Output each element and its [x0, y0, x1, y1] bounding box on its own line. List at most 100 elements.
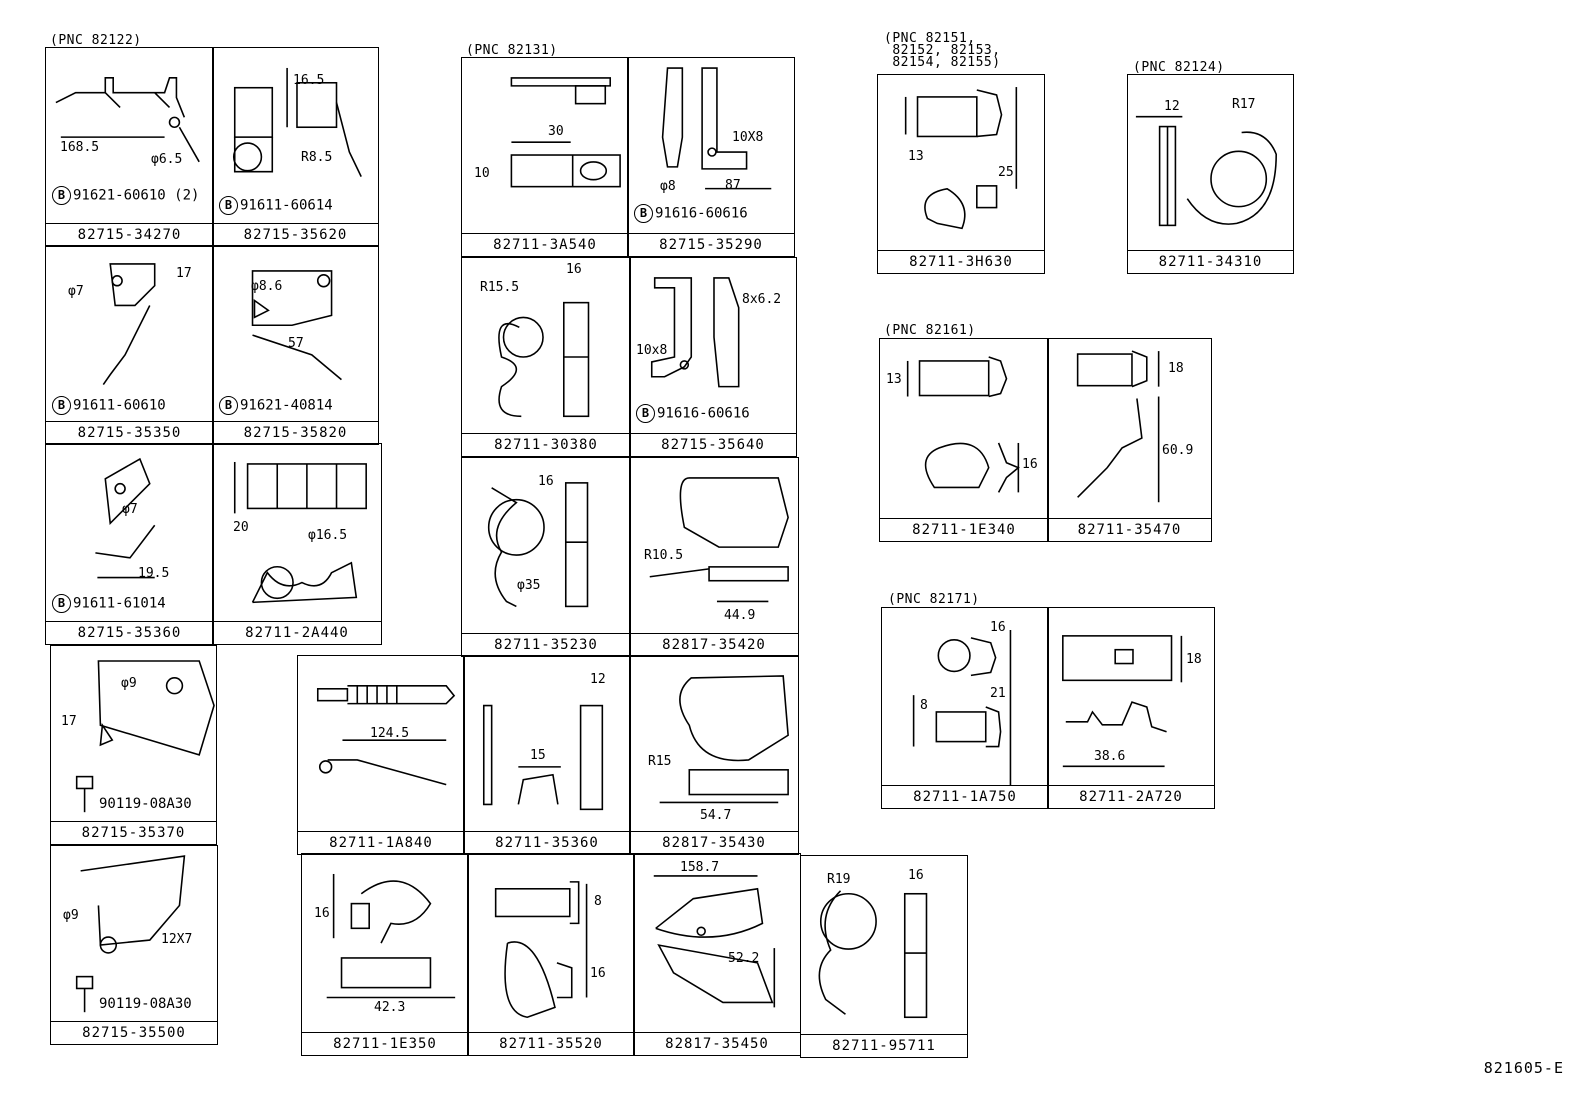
clip-drawing — [302, 854, 468, 1055]
bolt-b-icon: B — [634, 204, 653, 223]
dim-label: R15.5 — [480, 280, 520, 295]
dim-label: 17 — [61, 714, 77, 729]
dim-label: 16 — [990, 620, 1006, 635]
dim-label: 16 — [908, 868, 924, 883]
dim-label: 54.7 — [700, 808, 732, 823]
part-number: 82711-1E350 — [302, 1032, 468, 1055]
dim-label: 18 — [1168, 361, 1184, 376]
dim-label: 12X7 — [161, 932, 193, 947]
dim-label: 44.9 — [724, 608, 756, 623]
bolt-part-number: 91611-60614 — [240, 197, 333, 214]
part-number: 82711-2A720 — [1048, 785, 1214, 808]
bolt-b-icon: B — [636, 404, 655, 423]
bolt-callout: 90119-08A30 — [99, 796, 192, 812]
dim-label: 16 — [1022, 457, 1038, 472]
part-number: 82711-35360 — [464, 831, 630, 854]
part-cell: R19 16 82711-95711 — [800, 855, 968, 1058]
part-cell: 30 10 82711-3A540 — [461, 57, 629, 257]
clip-drawing — [462, 458, 630, 656]
dim-label: 124.5 — [370, 726, 410, 741]
clip-drawing — [801, 856, 967, 1057]
part-cell: 13 16 82711-1E340 — [879, 338, 1049, 542]
bracket-drawing — [213, 246, 378, 444]
part-number: 82817-35450 — [634, 1032, 800, 1055]
part-cell: 18 38.6 82711-2A720 — [1047, 607, 1215, 809]
bracket-drawing — [51, 846, 217, 1044]
dim-label: 21 — [990, 686, 1006, 701]
figure-code: 821605-E — [1483, 1059, 1564, 1077]
part-cell: 124.5 82711-1A840 — [297, 655, 465, 855]
clip-drawing — [462, 58, 628, 256]
bracket-drawing — [46, 444, 213, 644]
dim-label: φ7 — [68, 284, 84, 299]
dim-label: 12 — [590, 672, 606, 687]
part-number: 82817-35420 — [630, 633, 798, 656]
group-label-82161: (PNC 82161) — [884, 323, 976, 338]
part-number: 82715-35640 — [630, 433, 796, 456]
dim-label: R8.5 — [301, 150, 333, 165]
part-number: 82715-35370 — [51, 821, 216, 844]
group-label-82124: (PNC 82124) — [1133, 60, 1225, 75]
dim-label: 13 — [886, 372, 902, 387]
part-cell: 16 φ35 82711-35230 — [461, 457, 631, 657]
part-cell: 16 42.3 82711-1E350 — [301, 853, 469, 1056]
bracket-drawing — [213, 48, 378, 246]
part-number: 82711-3A540 — [462, 233, 628, 256]
dim-label: 87 — [725, 178, 741, 193]
bracket-drawing — [628, 58, 794, 256]
clip-drawing — [298, 656, 464, 854]
bracket-drawing — [630, 258, 796, 456]
part-number: 82715-35820 — [213, 421, 378, 444]
dim-label: 20 — [233, 520, 249, 535]
dim-label: φ9 — [121, 676, 137, 691]
dim-label: 13 — [908, 149, 924, 164]
part-cell: 12 R17 82711-34310 — [1127, 74, 1294, 274]
dim-label: 38.6 — [1094, 749, 1126, 764]
group-label-82151: (PNC 82151, 82152, 82153, 82154, 82155) — [884, 31, 1001, 70]
clip-drawing — [880, 339, 1048, 541]
part-number: 82711-3H630 — [878, 250, 1044, 273]
bolt-part-number: 91611-61014 — [73, 595, 166, 612]
clip-drawing — [1048, 339, 1211, 541]
clip-drawing — [464, 656, 630, 854]
bolt-b-icon: B — [52, 186, 71, 205]
part-cell: 12 15 82711-35360 — [463, 655, 631, 855]
part-cell: 16 8 21 82711-1A750 — [881, 607, 1049, 809]
dim-label: 12 — [1164, 99, 1180, 114]
bolt-b-icon: B — [219, 396, 238, 415]
clip-drawing — [1048, 608, 1214, 808]
dim-label: R17 — [1232, 97, 1256, 112]
dim-label: φ7 — [122, 502, 138, 517]
clip-drawing — [462, 258, 630, 456]
dim-label: φ8.6 — [251, 279, 283, 294]
dim-label: 10x8 — [636, 343, 668, 358]
part-number: 82711-95711 — [801, 1034, 967, 1057]
part-number: 82711-35230 — [462, 633, 630, 656]
bolt-part-number: 91621-40814 — [240, 397, 333, 414]
part-number: 82715-35350 — [46, 421, 213, 444]
part-cell: φ9 12X7 90119-08A30 82715-35500 — [50, 845, 218, 1045]
part-number: 82711-30380 — [462, 433, 630, 456]
dim-label: R10.5 — [644, 548, 684, 563]
dim-label: 16 — [314, 906, 330, 921]
bolt-b-icon: B — [52, 396, 71, 415]
bracket-drawing — [46, 246, 213, 444]
part-cell: 158.7 52.2 82817-35450 — [633, 853, 801, 1056]
part-number: 82715-35620 — [213, 223, 378, 246]
clip-drawing — [468, 854, 634, 1055]
dim-label: φ35 — [517, 578, 541, 593]
part-number: 82715-35290 — [628, 233, 794, 256]
part-number: 82817-35430 — [630, 831, 798, 854]
part-cell: 13 25 82711-3H630 — [877, 74, 1045, 274]
